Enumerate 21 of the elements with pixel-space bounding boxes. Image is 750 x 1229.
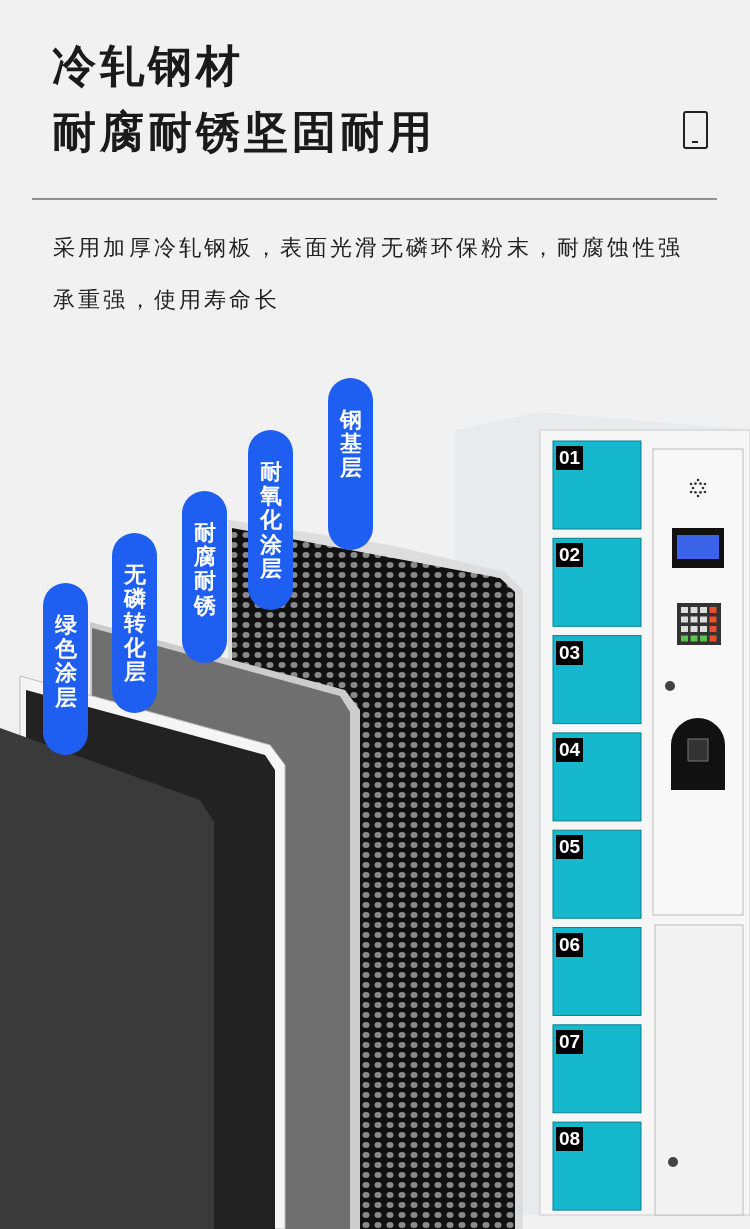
- subheading: 耐腐耐锈坚固耐用: [52, 105, 436, 159]
- door-number: 08: [556, 1127, 584, 1152]
- layer-name: 绿色涂层: [54, 613, 77, 712]
- door-number: 06: [556, 932, 584, 957]
- layer-label-pill: [248, 430, 293, 610]
- door-number: 01: [556, 446, 584, 470]
- layer-name: 耐腐耐锈: [193, 521, 216, 620]
- door-number: 04: [556, 737, 584, 762]
- layer-label-pill: [182, 491, 227, 663]
- layer-label-pill: [328, 378, 373, 550]
- layer-name: 钢基层: [339, 408, 362, 483]
- description-text: 采用加厚冷轧钢板，表面光滑无磷环保粉末，耐腐蚀性强承重强，使用寿命长: [53, 234, 684, 314]
- heading: 冷轧钢材: [52, 39, 244, 93]
- layer-name: 无磷转化层: [123, 563, 146, 686]
- layer-label-pill: [112, 533, 157, 713]
- layer-name: 耐氧化涂层: [259, 460, 282, 583]
- door-number: 03: [556, 640, 584, 665]
- layer-label-pill: [43, 583, 88, 755]
- door-number: 05: [556, 835, 584, 860]
- door-number: 02: [556, 543, 584, 568]
- door-number: 07: [556, 1029, 584, 1054]
